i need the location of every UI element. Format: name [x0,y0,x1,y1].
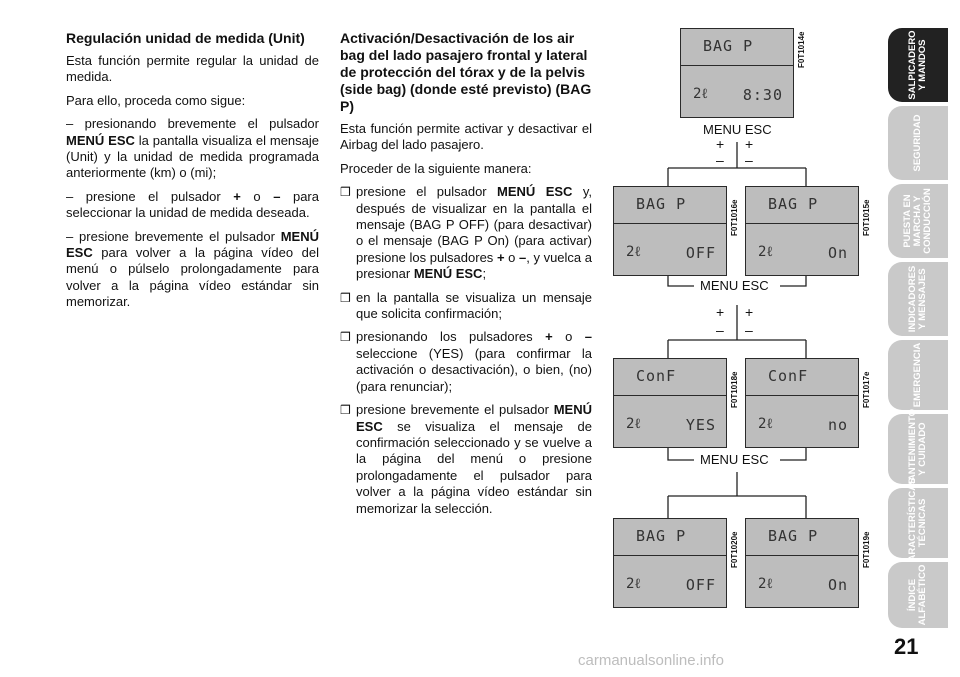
tab-mantenimiento[interactable]: MANTENIMIENTO Y CUIDADO [888,409,948,489]
lcd-line2-left: 2ℓ [626,416,642,432]
lcd-conf-yes: ConF 2ℓ YES [613,358,727,448]
menu-esc-label: MENU ESC [703,122,772,137]
plus-label: + [716,136,725,152]
lcd-line2-left: 2ℓ [758,244,774,260]
lcd-bag-p-on-result: BAG P 2ℓ On [745,518,859,608]
checkbox-bullet-icon: ❒ [340,290,351,305]
lcd-line1: BAG P [636,195,687,213]
minus-label: – [745,322,753,338]
paragraph: – presione el pulsador + o – para selecc… [66,188,319,221]
plus-label: + [716,304,725,320]
lcd-line2-right: no [827,416,848,434]
list-item: ❒ presionando los pulsadores + o – selec… [340,329,592,394]
lcd-line2-right: OFF [685,576,716,594]
list-item: ❒ presione el pulsador MENÚ ESC y, despu… [340,184,592,282]
tab-caracteristicas[interactable]: CARACTERÍSTICAS TÉCNICAS [888,478,948,568]
lcd-line1: ConF [768,367,809,385]
lcd-conf-no: ConF 2ℓ no [745,358,859,448]
paragraph: – presione brevemente el pulsador MENÚ E… [66,228,319,310]
tab-indicadores[interactable]: INDICADORES Y MENSAJES [888,262,948,336]
list-item: ❒ en la pantalla se visualiza un mensaje… [340,289,592,322]
tab-salpicadero[interactable]: SALPICADERO Y MANDOS [888,28,948,102]
list-item: ❒ presione brevemente el pulsador MENÚ E… [340,402,592,516]
lcd-line1: BAG P [768,527,819,545]
figure-code: F0T1015e [862,199,871,236]
minus-label: – [716,152,724,168]
lcd-bag-p-clock: BAG P 2ℓ 8:30 [680,28,794,118]
figure-code: F0T1020e [730,531,739,568]
figure-code: F0T1016e [730,199,739,236]
section-heading-unit: Regulación unidad de medida (Unit) [66,30,305,46]
lcd-line2-right: OFF [685,244,716,262]
middle-column: Activación/Desactivación de los air bag … [340,30,592,524]
lcd-line2-right: YES [685,416,716,434]
tab-label: INDICADORES Y MENSAJES [907,265,928,333]
left-column: Regulación unidad de medida (Unit) Esta … [66,30,319,318]
plus-label: + [745,136,754,152]
lcd-line2-left: 2ℓ [758,416,774,432]
lcd-line1: BAG P [636,527,687,545]
lcd-line2-left: 2ℓ [626,576,642,592]
figure-code: F0T1019e [862,531,871,568]
watermark: carmanualsonline.info [578,652,724,669]
paragraph: Esta función permite regular la unidad d… [66,53,319,85]
tab-label: ÍNDICE ALFABÉTICO [907,564,928,626]
menu-esc-label: MENU ESC [700,278,769,293]
minus-label: – [716,322,724,338]
tab-indice[interactable]: ÍNDICE ALFABÉTICO [888,562,948,628]
lcd-bag-p-off: BAG P 2ℓ OFF [613,186,727,276]
checkbox-bullet-icon: ❒ [340,330,351,345]
tab-label: EMERGENCIA [912,342,923,408]
lcd-bag-p-on: BAG P 2ℓ On [745,186,859,276]
lcd-line2-right: On [827,576,848,594]
paragraph: Para ello, proceda como sigue: [66,92,246,108]
lcd-line2-left: 2ℓ [758,576,774,592]
lcd-line2-right: On [827,244,848,262]
menu-esc-label: MENU ESC [700,452,769,467]
lcd-line2-right: 8:30 [742,86,783,104]
lcd-line2-left: 2ℓ [693,86,709,102]
checkbox-bullet-icon: ❒ [340,185,351,200]
tab-puesta-en-marcha[interactable]: PUESTA EN MARCHA Y CONDUCCIÓN [888,184,948,258]
section-heading-bag-p: Activación/Desactivación de los air bag … [340,30,592,114]
figure-code: F0T1018e [730,371,739,408]
plus-label: + [745,304,754,320]
paragraph: Proceder de la siguiente manera: [340,160,532,176]
tab-emergencia[interactable]: EMERGENCIA [888,340,948,410]
tab-label: PUESTA EN MARCHA Y CONDUCCIÓN [902,188,933,254]
lcd-line1: BAG P [703,37,754,55]
tab-label: SALPICADERO Y MANDOS [907,30,928,100]
lcd-line1: BAG P [768,195,819,213]
figure-code: F0T1017e [862,371,871,408]
tab-label: SEGURIDAD [912,114,923,172]
paragraph: Esta función permite activar y desactiva… [340,121,592,153]
tab-seguridad[interactable]: SEGURIDAD [888,106,948,180]
page-number: 21 [894,634,919,659]
figure-code: F0T1014e [797,31,806,68]
lcd-line2-left: 2ℓ [626,244,642,260]
checkbox-bullet-icon: ❒ [340,403,351,418]
lcd-bag-p-off-result: BAG P 2ℓ OFF [613,518,727,608]
paragraph: – presionando brevemente el pulsador MEN… [66,116,320,181]
lcd-line1: ConF [636,367,677,385]
minus-label: – [745,152,753,168]
tab-label: CARACTERÍSTICAS TÉCNICAS [907,477,928,569]
